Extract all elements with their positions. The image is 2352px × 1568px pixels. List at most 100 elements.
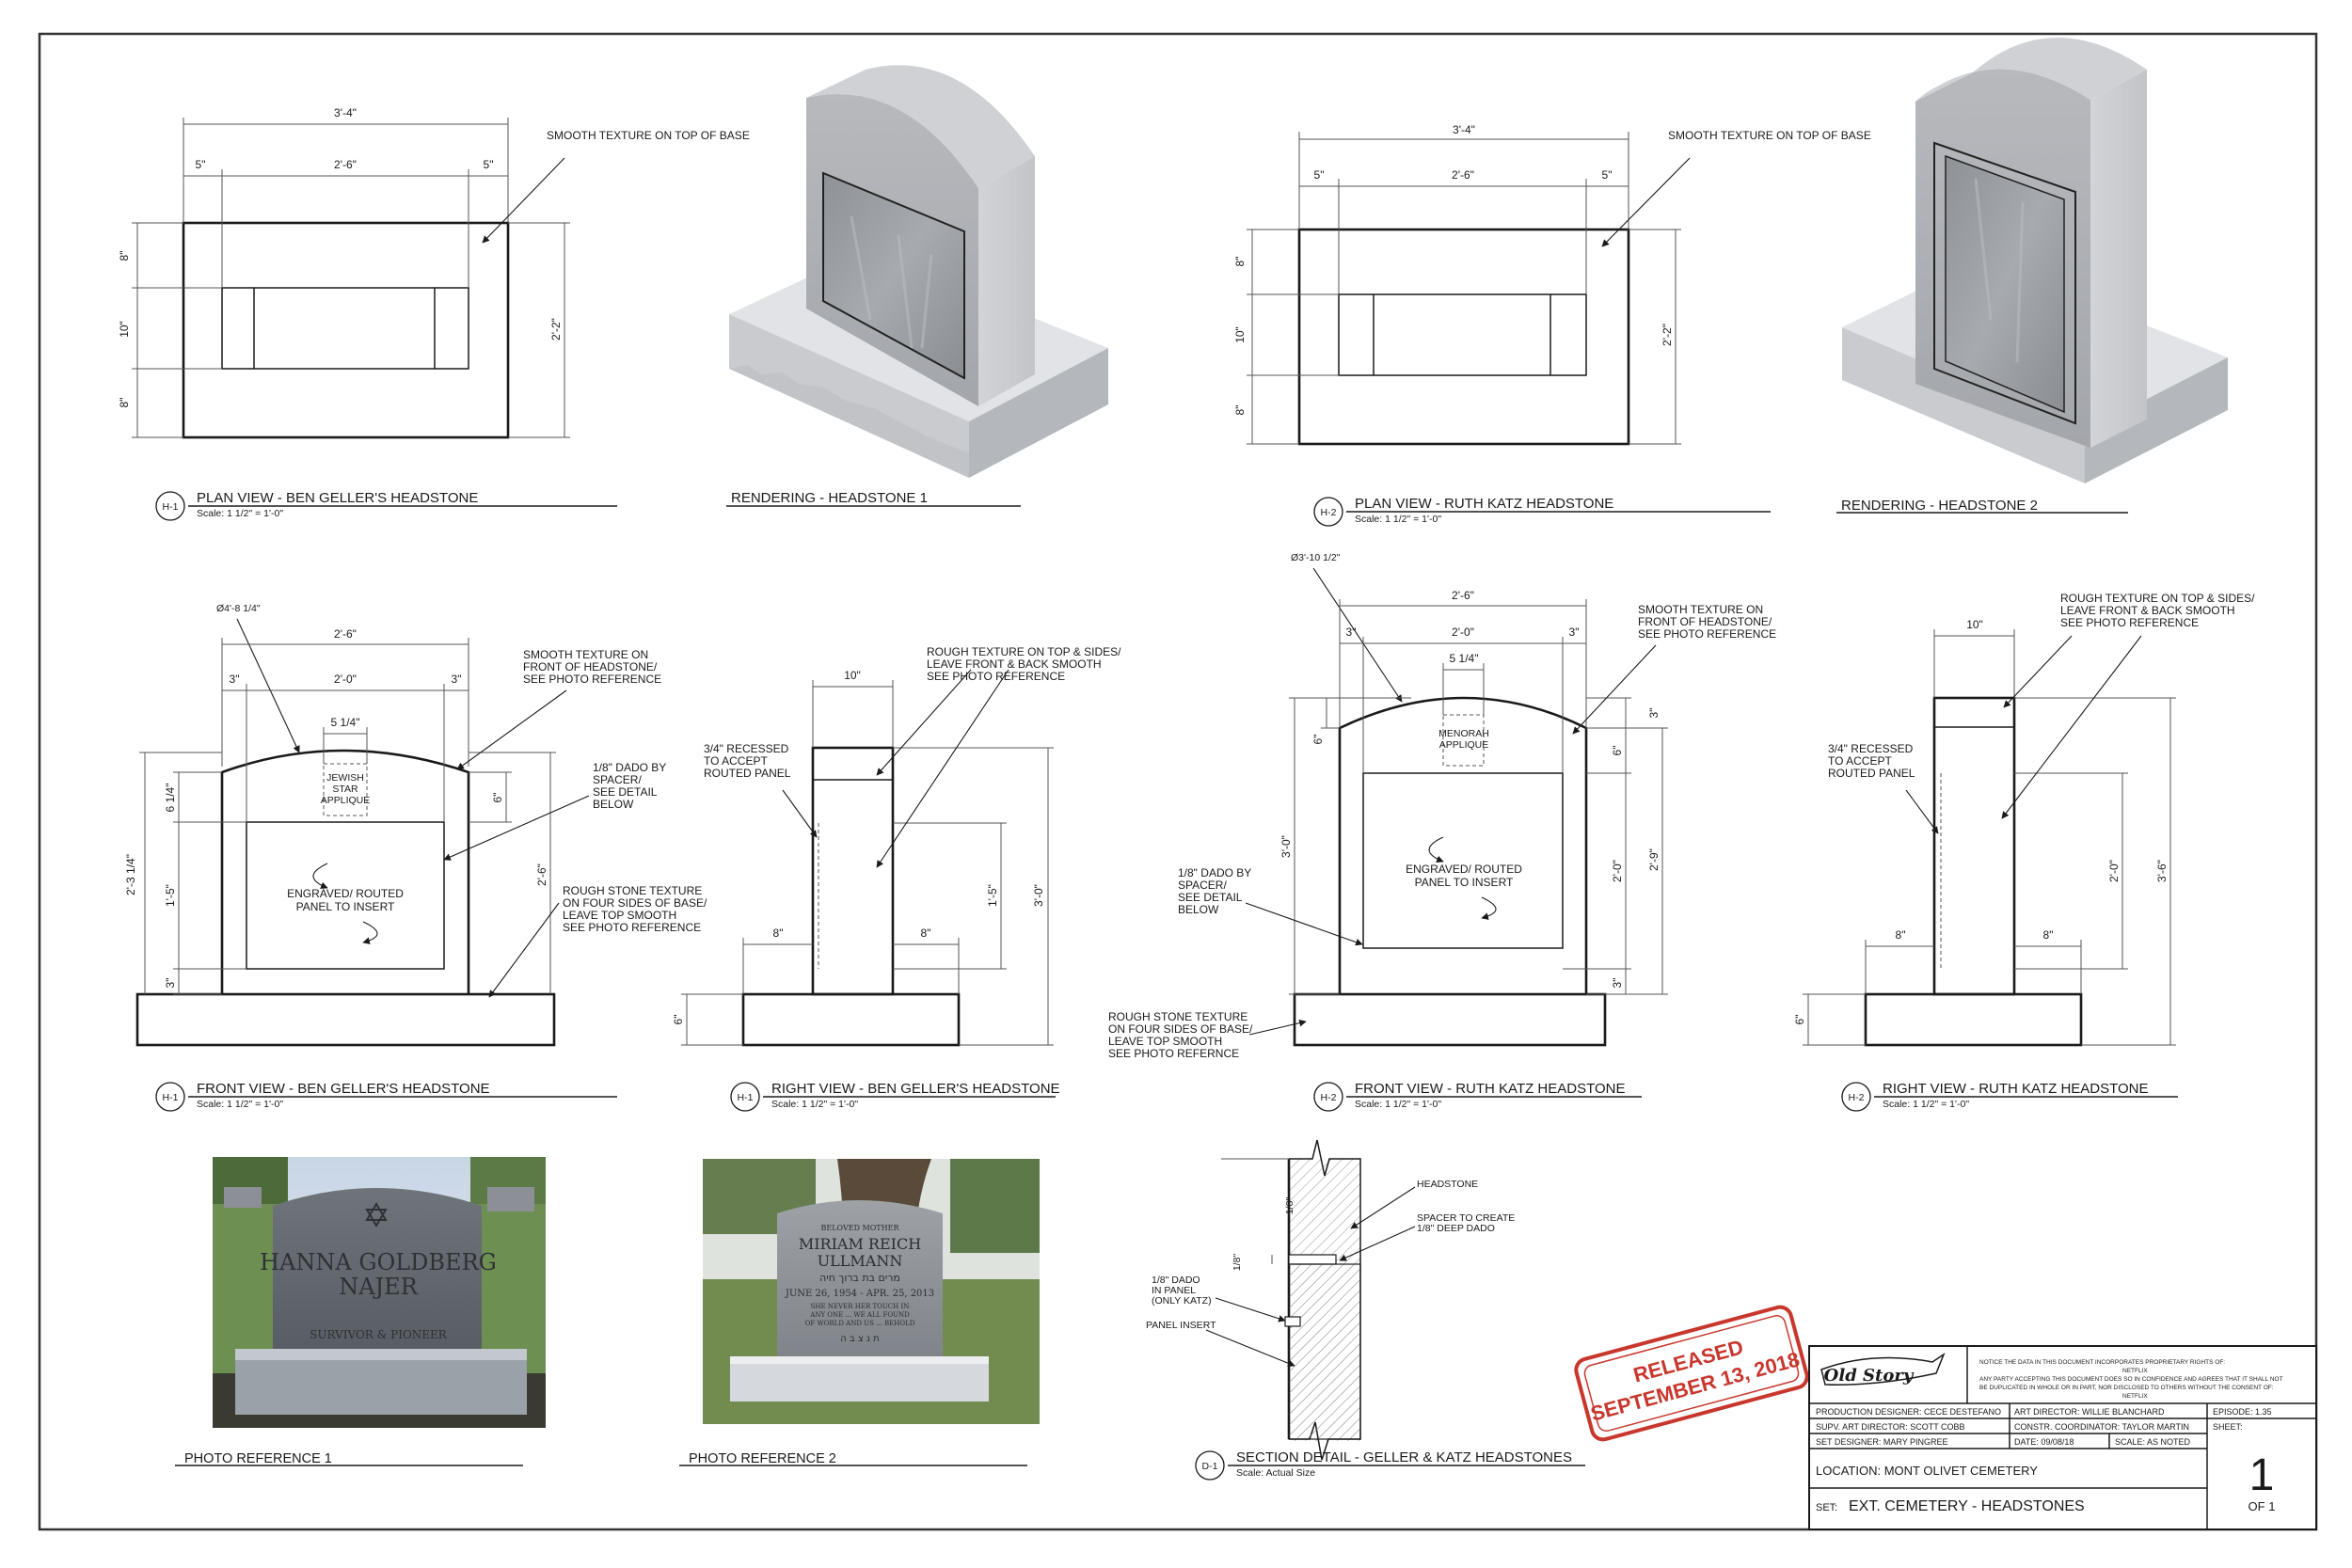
svg-text:H-2: H-2: [1849, 1092, 1865, 1103]
dim-h3: 1'-5": [164, 884, 177, 907]
set-designer: SET DESIGNER: MARY PINGREE: [1816, 1437, 1948, 1447]
dim-width: 2'-6": [334, 627, 357, 641]
dim-h-total: 3'-0": [1279, 835, 1293, 858]
radius-label: Ø4'-8 1/4": [216, 603, 261, 614]
right-view-geller-title: H-1 RIGHT VIEW - BEN GELLER'S HEADSTONE …: [730, 1081, 1060, 1112]
svg-text:JUNE 26, 1954 - APR. 25, 2013: JUNE 26, 1954 - APR. 25, 2013: [785, 1289, 934, 1299]
plan-view-katz-title: H-2 PLAN VIEW - RUTH KATZ HEADSTONE Scal…: [1313, 496, 1771, 527]
rendering-1-title: RENDERING - HEADSTONE 1: [726, 490, 1021, 507]
set-label: SET:: [1816, 1502, 1837, 1513]
dim-v-top: 8": [118, 251, 131, 261]
svg-text:SHE NEVER HER TOUCH IN: SHE NEVER HER TOUCH IN: [811, 1303, 910, 1310]
dim-panel: 1'-5": [986, 884, 999, 907]
plan-view-katz: 3'-4" 5" 2'-6" 5" 8" 10" 8" 2'-2" SMOOTH…: [1233, 123, 1871, 446]
applique-line2: STAR: [332, 784, 358, 795]
rendering-headstone-1: [729, 65, 1108, 478]
svg-text:Old Story: Old Story: [1824, 1366, 1915, 1386]
svg-text:ת נ צ ב ה: ת נ צ ב ה: [840, 1334, 880, 1344]
dim-width: 2'-6": [1452, 589, 1474, 602]
production-designer: PRODUCTION DESIGNER: CECE DESTEFANO: [1816, 1407, 2001, 1417]
dim-base: 6": [1793, 1015, 1806, 1025]
dim-r29: 2'-9": [1647, 848, 1661, 871]
dim-right: 3": [452, 673, 462, 686]
svg-text:Scale: 1 1/2" = 1'-0": Scale: 1 1/2" = 1'-0": [1883, 1099, 1969, 1110]
svg-text:D-1: D-1: [1202, 1461, 1218, 1472]
applique-line1: JEWISH: [326, 772, 364, 784]
svg-text:OF WORLD AND US ... BEHOLD: OF WORLD AND US ... BEHOLD: [805, 1320, 915, 1327]
date: DATE: 09/08/18: [2014, 1437, 2074, 1447]
applique-line3: APPLIQUE: [321, 795, 371, 806]
art-director: ART DIRECTOR: WILLIE BLANCHARD: [2014, 1407, 2165, 1417]
front-view-geller-title: H-1 FRONT VIEW - BEN GELLER'S HEADSTONE …: [155, 1081, 617, 1112]
svg-text:מרים בת ברוך חיה: מרים בת ברוך חיה: [819, 1272, 900, 1284]
section-detail-title: D-1 SECTION DETAIL - GELLER & KATZ HEADS…: [1195, 1449, 1585, 1481]
logo: Old Story: [1820, 1353, 1946, 1386]
episode: EPISODE: 1.35: [2213, 1407, 2272, 1417]
location: LOCATION: MONT OLIVET CEMETERY: [1816, 1464, 2038, 1478]
dim-mid: 2'-0": [334, 673, 357, 686]
dim-top: 3": [1647, 708, 1661, 719]
dim-depth: 2'-2": [1661, 324, 1674, 346]
svg-text:H-1: H-1: [163, 1092, 179, 1103]
svg-text:PANEL TO INSERT: PANEL TO INSERT: [1415, 876, 1514, 889]
constr-coordinator: CONSTR. COORDINATOR: TAYLOR MARTIN: [2014, 1422, 2189, 1432]
scale: SCALE: AS NOTED: [2115, 1437, 2191, 1447]
dim-left: 3": [1346, 626, 1357, 639]
dim-v-mid: 10": [1233, 326, 1247, 343]
dim-arch: 6": [1311, 735, 1325, 745]
rough-note: ROUGH TEXTURE ON TOP & SIDES/LEAVE FRONT…: [927, 645, 1121, 683]
svg-text:BELOVED MOTHER: BELOVED MOTHER: [821, 1224, 900, 1232]
svg-text:FRONT VIEW - RUTH KATZ HEADSTO: FRONT VIEW - RUTH KATZ HEADSTONE: [1355, 1081, 1626, 1097]
svg-text:RIGHT VIEW - BEN GELLER'S HEAD: RIGHT VIEW - BEN GELLER'S HEADSTONE: [771, 1081, 1060, 1097]
svg-text:H-1: H-1: [163, 501, 179, 513]
svg-text:PLAN VIEW - RUTH KATZ HEADSTON: PLAN VIEW - RUTH KATZ HEADSTONE: [1355, 496, 1613, 512]
right-view-katz-title: H-2 RIGHT VIEW - RUTH KATZ HEADSTONE Sca…: [1841, 1081, 2178, 1112]
svg-text:FRONT VIEW - BEN GELLER'S HEAD: FRONT VIEW - BEN GELLER'S HEADSTONE: [197, 1081, 490, 1097]
plan-view-geller: 3'-4" 5" 2'-6" 5" 8" 10" 8" 2'-2" SMOOTH…: [118, 106, 750, 439]
svg-text:Scale: 1 1/2" = 1'-0": Scale: 1 1/2" = 1'-0": [197, 508, 283, 519]
svg-text:Scale: Actual Size: Scale: Actual Size: [1236, 1467, 1315, 1479]
svg-text:APPLIQUE: APPLIQUE: [1439, 739, 1489, 751]
sheet-of: OF 1: [2249, 1499, 2276, 1513]
rough-note: ROUGH TEXTURE ON TOP & SIDES/LEAVE FRONT…: [2060, 592, 2255, 629]
dim-v-mid: 10": [118, 321, 131, 338]
svg-text:Scale: 1 1/2" = 1'-0": Scale: 1 1/2" = 1'-0": [771, 1099, 858, 1110]
dim-total: 2'-6": [535, 863, 548, 886]
svg-text:PANEL TO INSERT: PANEL TO INSERT: [296, 900, 395, 913]
svg-text:H-2: H-2: [1321, 1092, 1337, 1103]
notice-text: NOTICE THE DATA IN THIS DOCUMENT INCORPO…: [1979, 1359, 2284, 1400]
dim-right: 8": [2043, 928, 2054, 942]
dim-side: 6": [491, 793, 504, 803]
front-view-katz-title: H-2 FRONT VIEW - RUTH KATZ HEADSTONE Sca…: [1313, 1081, 1642, 1112]
dim-total: 3'-0": [1032, 884, 1045, 907]
svg-text:RENDERING - HEADSTONE 2: RENDERING - HEADSTONE 2: [1841, 498, 2038, 514]
dim-r20: 2'-0": [1611, 860, 1624, 882]
svg-text:ANY ONE ... WE ALL FOUND: ANY ONE ... WE ALL FOUND: [809, 1311, 910, 1319]
dim-left: 3": [230, 673, 240, 686]
svg-text:ENGRAVED/ ROUTED: ENGRAVED/ ROUTED: [287, 887, 404, 900]
dim-depth: 2'-2": [549, 318, 563, 341]
dim-left: 5": [1314, 168, 1325, 182]
sheet-label: SHEET:: [2213, 1422, 2243, 1432]
svg-text:NAJER: NAJER: [339, 1274, 418, 1300]
plan-view-geller-title: H-1 PLAN VIEW - BEN GELLER'S HEADSTONE S…: [155, 490, 617, 521]
plan-note: SMOOTH TEXTURE ON TOP OF BASE: [547, 129, 750, 142]
set-value: EXT. CEMETERY - HEADSTONES: [1849, 1498, 2085, 1514]
dim-overall: 3'-4": [334, 106, 357, 119]
sheet-number: 1: [2249, 1450, 2275, 1500]
dim-overall: 3'-4": [1453, 123, 1475, 136]
front-view-katz: MENORAH APPLIQUE ENGRAVED/ ROUTED PANEL …: [1108, 552, 1776, 1060]
svg-text:Scale: 1 1/2" = 1'-0": Scale: 1 1/2" = 1'-0": [1355, 514, 1441, 525]
dim-panel: 5 1/4": [331, 716, 360, 729]
rendering-headstone-2: [1842, 37, 2228, 483]
